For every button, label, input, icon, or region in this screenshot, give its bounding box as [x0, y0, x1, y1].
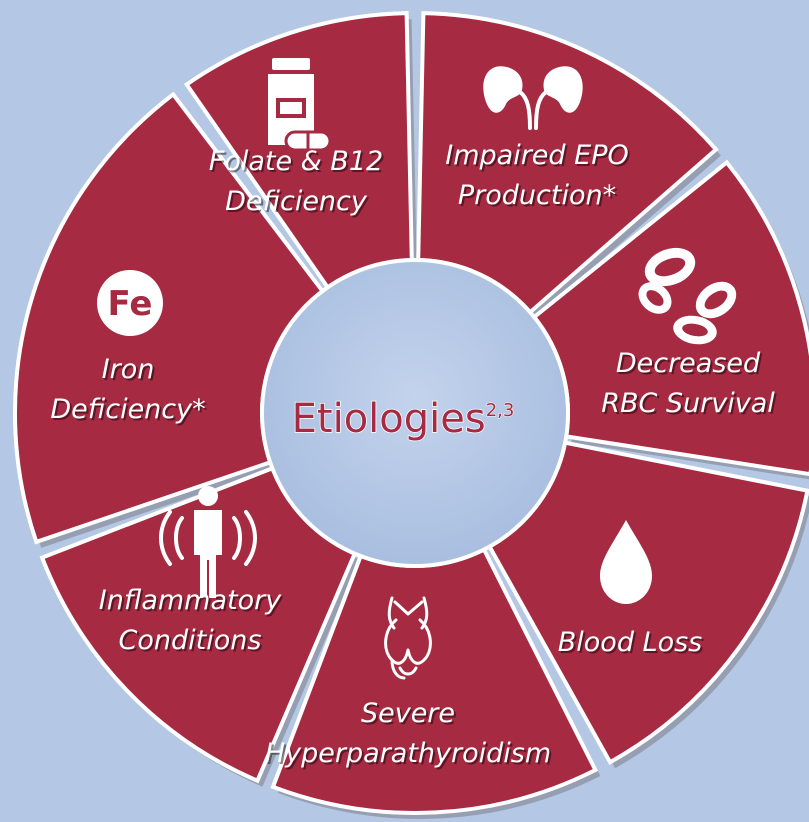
label-shadow-rbc: Decreased — [618, 350, 763, 381]
label-line-epo: Production* — [458, 180, 616, 211]
label-shadow-inflam: Conditions — [121, 627, 264, 658]
label-shadow-hpt: Hyperparathyroidism — [267, 740, 553, 771]
inflamed-person-icon — [159, 486, 257, 598]
label-line-inflam: Conditions — [119, 625, 262, 656]
label-shadow-inflam: Inflammatory — [101, 587, 284, 618]
label-shadow-folate: Folate & B12 — [211, 148, 385, 179]
label-line-rbc: Decreased — [616, 348, 761, 379]
label-line-folate: Deficiency — [225, 186, 368, 217]
label-line-hpt: Hyperparathyroidism — [265, 738, 551, 769]
pill-bottle-icon — [268, 58, 332, 152]
label-line-inflam: Inflammatory — [99, 585, 282, 616]
label-shadow-epo: Impaired EPO — [447, 142, 630, 173]
label-shadow-hpt: Severe — [363, 700, 457, 731]
label-line-rbc: RBC Survival — [601, 388, 775, 419]
svg-text:Fe: Fe — [108, 284, 153, 324]
label-line-iron: Deficiency* — [50, 394, 205, 425]
label-shadow-iron: Deficiency* — [52, 396, 207, 427]
label-shadow-blood: Blood Loss — [560, 629, 704, 660]
label-shadow-folate: Deficiency — [227, 188, 370, 219]
thyroid-icon — [384, 596, 432, 680]
label-line-iron: Iron — [102, 354, 155, 385]
center-title: Etiologies2,3 — [292, 396, 515, 442]
label-inflam: InflammatoryInflammatoryConditionsCondit… — [99, 585, 284, 658]
label-line-blood: Blood Loss — [558, 627, 702, 658]
label-line-hpt: Severe — [361, 698, 455, 729]
label-shadow-rbc: RBC Survival — [603, 390, 777, 421]
label-line-epo: Impaired EPO — [445, 140, 628, 171]
red-blood-cells-icon — [638, 247, 737, 345]
label-shadow-epo: Production* — [460, 182, 618, 213]
label-shadow-iron: Iron — [104, 356, 157, 387]
kidney-icon — [483, 66, 583, 130]
center-circle — [260, 258, 570, 568]
blood-drop-icon — [600, 520, 652, 604]
label-hpt: SevereSevereHyperparathyroidismHyperpara… — [265, 698, 553, 771]
iron-fe-icon: Fe — [97, 270, 163, 336]
label-line-folate: Folate & B12 — [209, 146, 383, 177]
